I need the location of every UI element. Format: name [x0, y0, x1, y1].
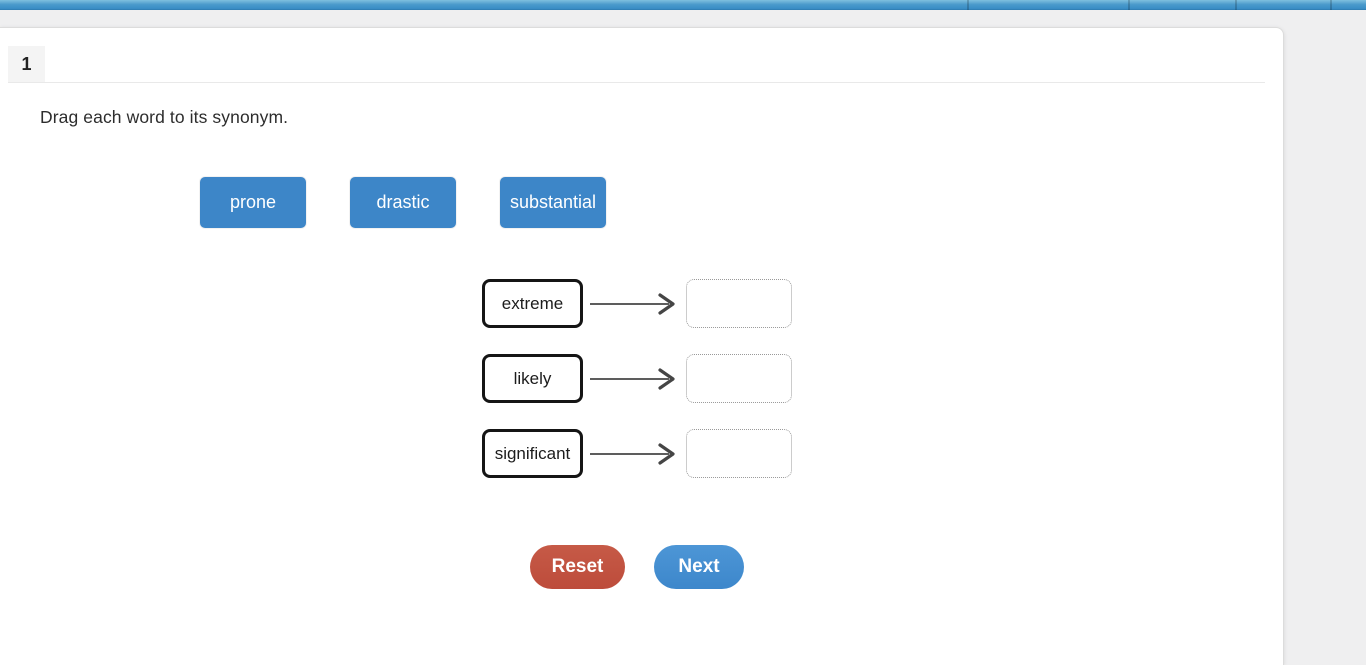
- match-word-significant: significant: [482, 429, 583, 478]
- match-word-likely: likely: [482, 354, 583, 403]
- topbar-separator: [1330, 0, 1332, 10]
- header-divider: [8, 82, 1265, 83]
- drop-zone-likely[interactable]: [686, 354, 792, 403]
- question-number-badge: 1: [8, 46, 45, 82]
- instruction-text: Drag each word to its synonym.: [40, 107, 289, 127]
- arrow-right-icon: [590, 293, 675, 315]
- arrow-right-icon: [590, 443, 675, 465]
- match-word-extreme: extreme: [482, 279, 583, 328]
- drop-zone-extreme[interactable]: [686, 279, 792, 328]
- topbar-separator: [1235, 0, 1237, 10]
- topbar-separator: [1128, 0, 1130, 10]
- next-button[interactable]: Next: [654, 545, 744, 589]
- draggable-chip-substantial[interactable]: substantial: [500, 177, 606, 228]
- arrow-right-icon: [590, 368, 675, 390]
- reset-button[interactable]: Reset: [530, 545, 625, 589]
- topbar-separator: [967, 0, 969, 10]
- drop-zone-significant[interactable]: [686, 429, 792, 478]
- draggable-chip-prone[interactable]: prone: [200, 177, 306, 228]
- question-card: 1 Drag each word to its synonym. prone d…: [0, 27, 1284, 665]
- draggable-chip-drastic[interactable]: drastic: [350, 177, 456, 228]
- top-bar: [0, 0, 1366, 10]
